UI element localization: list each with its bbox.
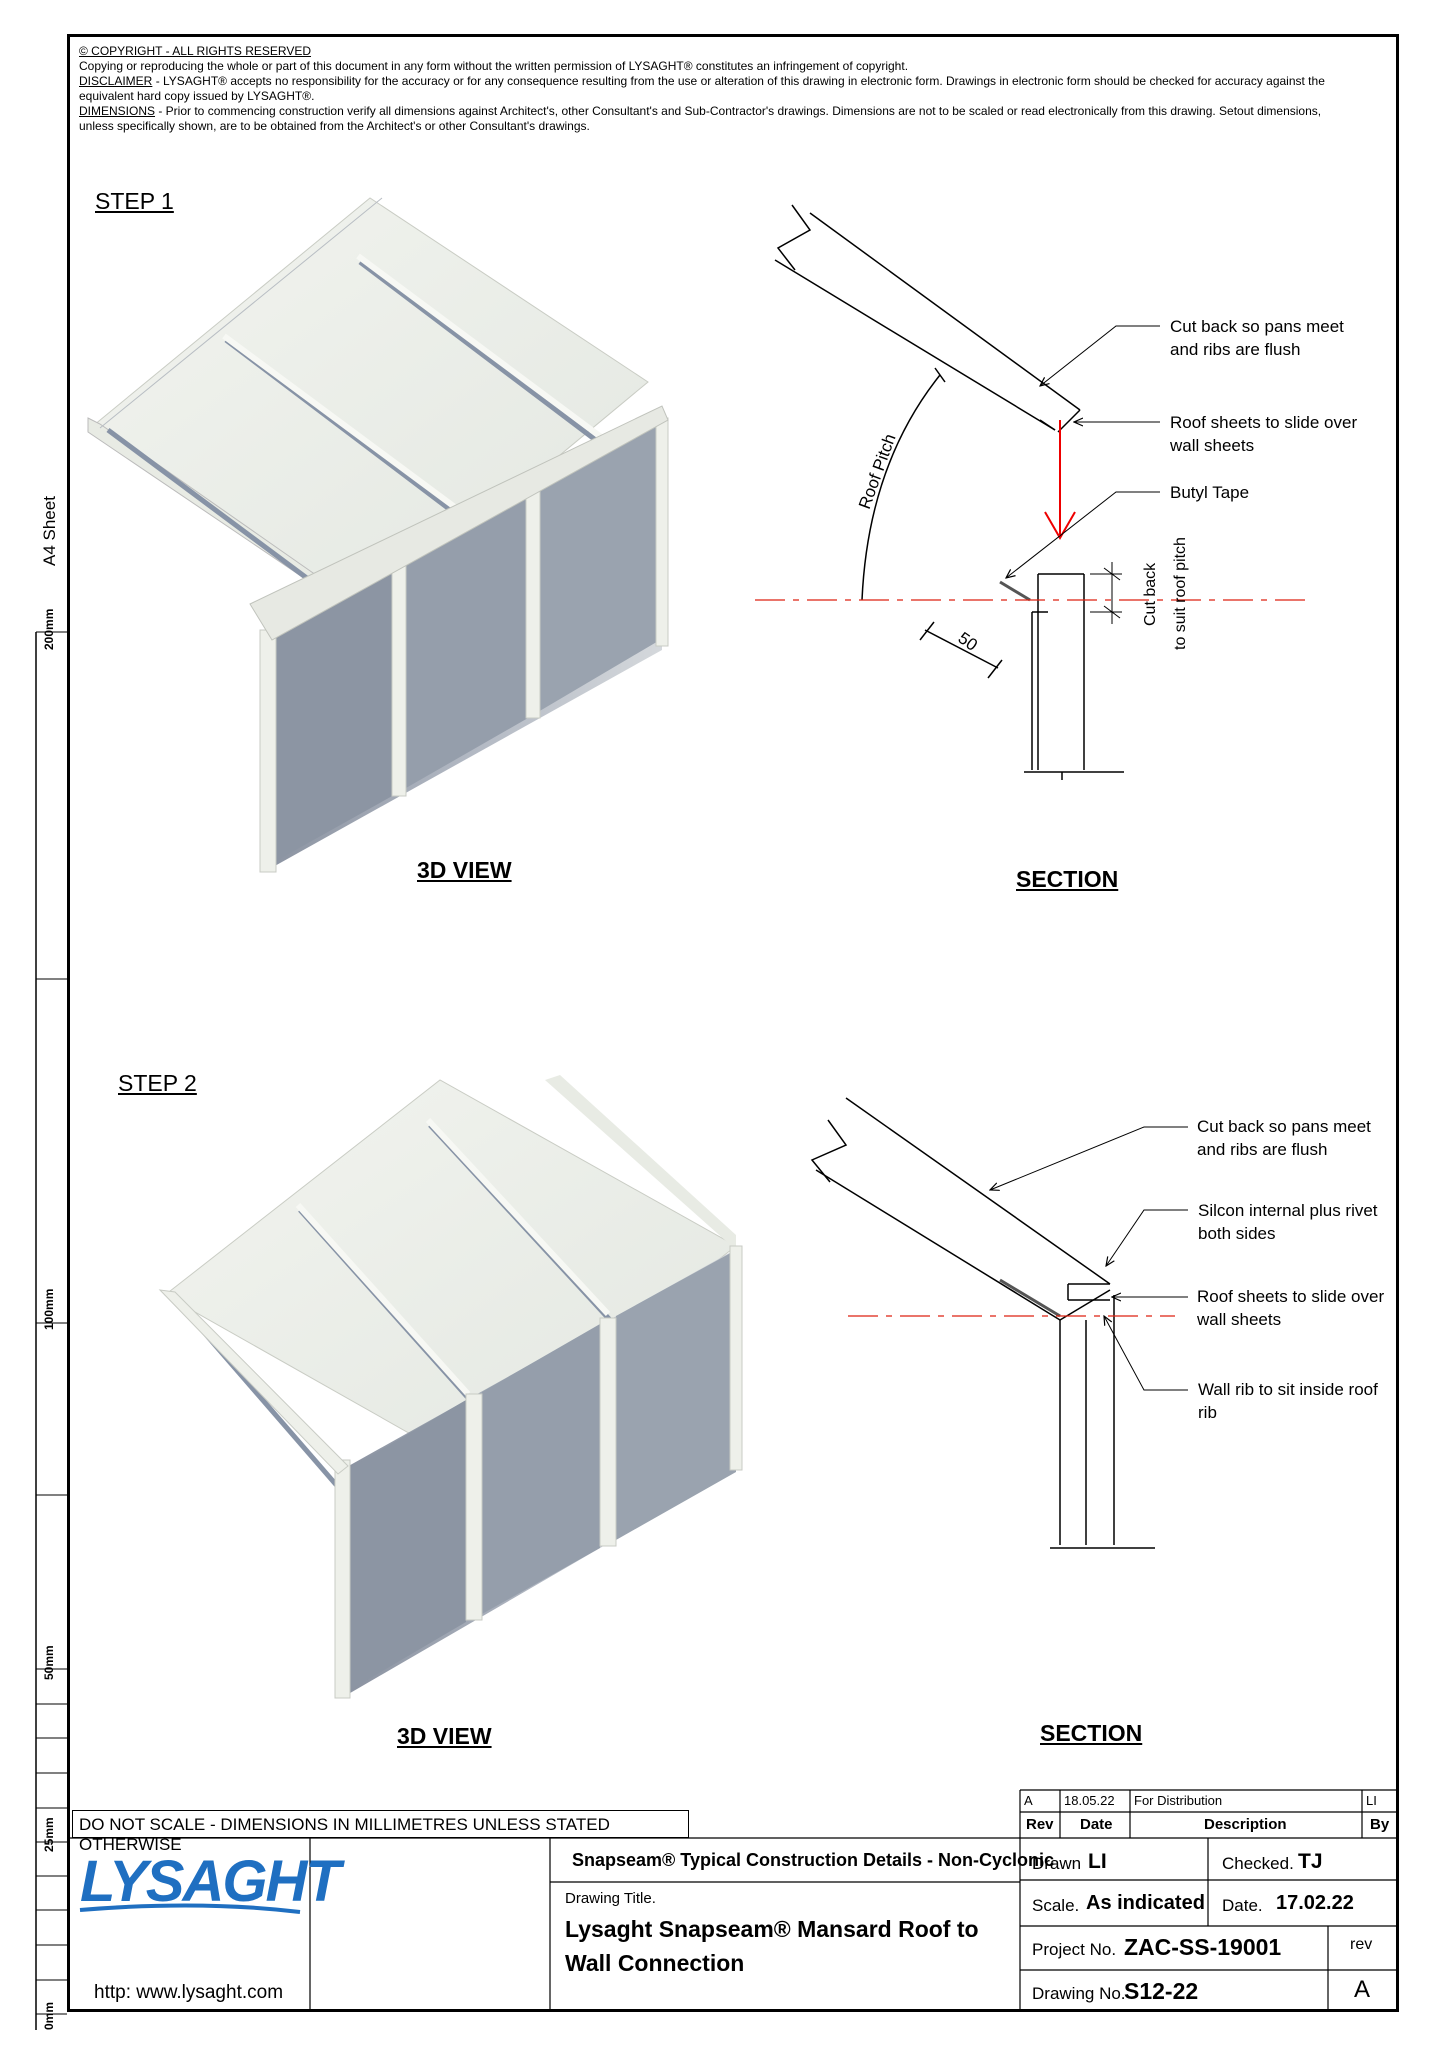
project-value: ZAC-SS-19001 (1124, 1934, 1282, 1960)
step2-title: STEP 2 (118, 1070, 197, 1096)
drawing-frame (67, 34, 1399, 2012)
copying-line: Copying or reproducing the whole or part… (79, 59, 909, 73)
drawing-title: Lysaght Snapseam® Mansard Roof to Wall C… (565, 1916, 979, 1976)
series-title: Snapseam® Typical Construction Details -… (572, 1850, 1055, 1870)
drawing-title-label: Drawing Title. (565, 1890, 656, 1907)
website-url[interactable]: http: www.lysaght.com (94, 1982, 284, 2003)
step2-3d-view-label: 3D VIEW (397, 1723, 492, 1749)
copyright-line: © COPYRIGHT - ALL RIGHTS RESERVED (79, 44, 312, 58)
disclaimer-line: DISCLAIMER - LYSAGHT® accepts no respons… (79, 74, 1339, 104)
step2-callout-roof-slide: Roof sheets to slide over wall sheets (1197, 1287, 1385, 1329)
step2-callout-cut-back: Cut back so pans meet and ribs are flush (1197, 1117, 1371, 1159)
step1-section-label: SECTION (1016, 866, 1119, 892)
rev-row-date: 18.05.22 (1064, 1793, 1115, 1808)
drawing-no-value: S12-22 (1124, 1978, 1199, 2004)
legal-notes: © COPYRIGHT - ALL RIGHTS RESERVED Copyin… (79, 44, 1339, 134)
rev-label: rev (1350, 1936, 1373, 1953)
date-value: 17.02.22 (1276, 1892, 1354, 1914)
checked-label: Checked. (1222, 1854, 1294, 1873)
rev-row-rev: A (1024, 1793, 1033, 1808)
disclaimer-text: - LYSAGHT® accepts no responsibility for… (79, 74, 1325, 103)
step1-title: STEP 1 (95, 188, 174, 214)
dimensions-heading: DIMENSIONS (79, 104, 156, 118)
date-label: Date. (1222, 1896, 1263, 1915)
lysaght-logo: LYSAGHT (80, 1849, 341, 1914)
logo-swoosh (79, 1903, 301, 1914)
step1-3d-view-label: 3D VIEW (417, 857, 512, 883)
drawn-label: Drawn (1032, 1854, 1082, 1873)
step2-callout-silcon: Silcon internal plus rivet both sides (1198, 1201, 1378, 1243)
dimensions-line: DIMENSIONS - Prior to commencing constru… (79, 104, 1339, 134)
rev-row-by: LI (1366, 1793, 1377, 1808)
project-label: Project No. (1032, 1940, 1117, 1959)
dimensions-text: - Prior to commencing construction verif… (79, 104, 1322, 133)
description-header: Description (1204, 1816, 1287, 1833)
date-header: Date (1080, 1816, 1113, 1833)
step1-callout-butyl-tape: Butyl Tape (1170, 483, 1250, 502)
title-block-grid (67, 1789, 1399, 2012)
step2-section (810, 1097, 1155, 1549)
step2-section-label: SECTION (1040, 1720, 1143, 1746)
rev-header: Rev (1026, 1816, 1054, 1833)
disclaimer-heading: DISCLAIMER (79, 74, 153, 88)
scale-value: As indicated (1086, 1892, 1205, 1914)
scale-label: Scale. (1032, 1896, 1080, 1915)
checked-value: TJ (1298, 1850, 1323, 1873)
by-header: By (1370, 1816, 1390, 1833)
rev-row-description: For Distribution (1134, 1793, 1223, 1808)
step2-3d-view (158, 1075, 743, 1699)
drawn-value: LI (1088, 1850, 1107, 1873)
rev-value: A (1354, 1976, 1371, 2003)
step1-callout-roof-slide: Roof sheets to slide over wall sheets (1170, 413, 1358, 455)
step1-callout-cut-back: Cut back so pans meet and ribs are flush (1170, 317, 1344, 359)
step2-callout-wall-rib: Wall rib to sit inside roof rib (1198, 1380, 1378, 1422)
do-not-scale-note: DO NOT SCALE - DIMENSIONS IN MILLIMETRES… (72, 1810, 689, 1854)
step1-section (774, 204, 1124, 780)
drawing-no-label: Drawing No. (1032, 1984, 1126, 2003)
step1-3d-view (87, 197, 669, 873)
